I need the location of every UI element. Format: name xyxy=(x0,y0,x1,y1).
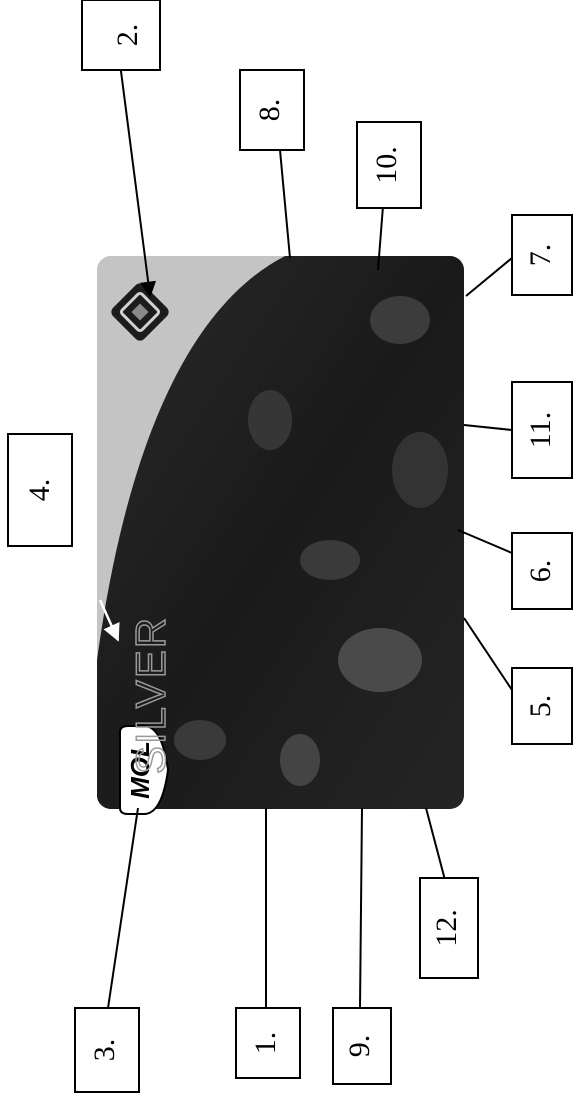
leader-2 xyxy=(117,47,157,298)
card-brand-text: MOL xyxy=(125,741,155,799)
label-8: 8. xyxy=(239,69,305,151)
leader-8 xyxy=(279,149,291,259)
label-text-6: 6. xyxy=(524,560,557,583)
leader-3 xyxy=(107,807,139,1009)
card-chip-icon xyxy=(111,283,169,341)
logo-shield xyxy=(119,725,170,815)
label-text-4: 4. xyxy=(23,479,56,502)
leader-9 xyxy=(359,807,363,1009)
label-text-2: 2. xyxy=(111,24,144,47)
label-9: 9. xyxy=(332,1007,392,1085)
card-tier-text: SILVER xyxy=(127,616,174,774)
label-text-8: 8. xyxy=(253,99,286,122)
label-text-1: 1. xyxy=(249,1032,282,1055)
label-text-12: 12. xyxy=(430,909,463,947)
label-4: 4. xyxy=(7,433,73,547)
label-6: 6. xyxy=(511,532,573,610)
label-text-10: 10. xyxy=(370,146,403,184)
photo-highlight xyxy=(248,390,292,450)
label-text-9: 9. xyxy=(343,1035,376,1058)
label-7: 7. xyxy=(511,214,573,296)
photo-highlight xyxy=(300,540,360,580)
photo-highlight xyxy=(338,628,422,692)
photo-highlight xyxy=(370,296,430,344)
label-10: 10. xyxy=(356,121,422,209)
leader-7 xyxy=(465,257,513,297)
label-text-3: 3. xyxy=(88,1039,121,1062)
mol-logo: MOL xyxy=(119,725,170,815)
photo-highlight xyxy=(392,432,448,508)
label-1: 1. xyxy=(235,1007,301,1079)
photo-highlight xyxy=(280,734,320,786)
label-12: 12. xyxy=(419,877,479,979)
label-11: 11. xyxy=(511,381,573,479)
label-text-7: 7. xyxy=(524,244,557,267)
leader-11 xyxy=(463,424,513,431)
leader-5 xyxy=(463,617,513,691)
label-text-5: 5. xyxy=(524,695,557,718)
loyalty-card: MOL SILVER xyxy=(97,256,464,815)
photo-highlight xyxy=(174,720,226,760)
label-3: 3. xyxy=(74,1007,140,1093)
leader-12 xyxy=(425,807,446,881)
label-text-11: 11. xyxy=(524,412,557,448)
label-2: 2. xyxy=(81,0,161,71)
white-pointer-arrow xyxy=(98,599,120,642)
leader-lines xyxy=(107,47,513,1009)
label-5: 5. xyxy=(511,667,573,745)
leader-6 xyxy=(457,529,513,554)
leader-10 xyxy=(377,205,384,271)
